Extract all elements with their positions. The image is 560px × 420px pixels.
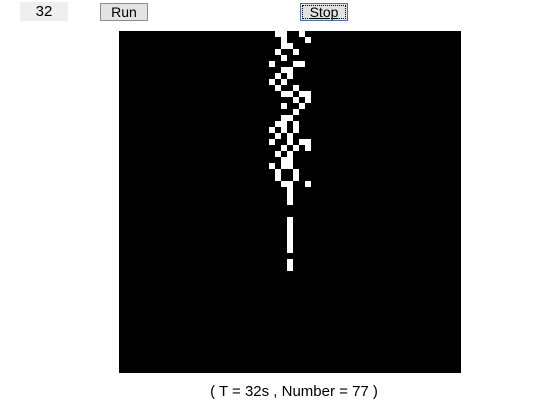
particle (269, 139, 275, 145)
particle (287, 115, 293, 121)
particle (287, 229, 293, 235)
particle (287, 91, 293, 97)
stop-button[interactable]: Stop (300, 3, 348, 21)
particle (299, 31, 305, 37)
counter-display: 32 (20, 2, 68, 21)
particle (293, 49, 299, 55)
particle (287, 133, 293, 139)
particle (287, 187, 293, 193)
particle (287, 181, 293, 187)
particle (269, 127, 275, 133)
particle (275, 73, 281, 79)
particle (305, 37, 311, 43)
status-text: ( T = 32s , Number = 77 ) (210, 383, 378, 400)
particle (287, 193, 293, 199)
run-button[interactable]: Run (100, 3, 148, 21)
particle (275, 121, 281, 127)
particle (269, 79, 275, 85)
particle (281, 55, 287, 61)
particle (281, 37, 287, 43)
particle (281, 127, 287, 133)
particle (281, 157, 287, 163)
particle (287, 235, 293, 241)
particle (287, 199, 293, 205)
particle (287, 223, 293, 229)
particle (275, 31, 281, 37)
particle (281, 91, 287, 97)
simulation-canvas (119, 31, 461, 373)
particle (293, 145, 299, 151)
particle (281, 67, 287, 73)
particle (281, 31, 287, 37)
particle (281, 79, 287, 85)
particle (281, 163, 287, 169)
particle (275, 85, 281, 91)
particle (275, 169, 281, 175)
particle (287, 67, 293, 73)
particle (305, 139, 311, 145)
particle (293, 121, 299, 127)
particle (299, 61, 305, 67)
particle (269, 163, 275, 169)
particle (281, 121, 287, 127)
particle (305, 181, 311, 187)
particle (293, 127, 299, 133)
particle (293, 85, 299, 91)
particle (293, 175, 299, 181)
particle (287, 265, 293, 271)
particle (281, 181, 287, 187)
particle (287, 73, 293, 79)
particle (281, 103, 287, 109)
particle (281, 43, 287, 49)
particle (275, 133, 281, 139)
particle (305, 91, 311, 97)
particle (293, 97, 299, 103)
particle (281, 145, 287, 151)
particle (275, 175, 281, 181)
particle (287, 43, 293, 49)
stop-button-label: Stop (309, 4, 339, 20)
particle (287, 163, 293, 169)
particle (281, 115, 287, 121)
particle (275, 151, 281, 157)
particle (293, 109, 299, 115)
particle (299, 139, 305, 145)
particle (293, 61, 299, 67)
particle (275, 49, 281, 55)
particle (299, 103, 305, 109)
particle (287, 157, 293, 163)
particle (305, 97, 311, 103)
particle (293, 169, 299, 175)
particle (269, 61, 275, 67)
particle (287, 217, 293, 223)
particle (305, 145, 311, 151)
particle (287, 247, 293, 253)
particle (287, 241, 293, 247)
particle (287, 139, 293, 145)
particle (287, 151, 293, 157)
particle (299, 91, 305, 97)
particle (287, 259, 293, 265)
